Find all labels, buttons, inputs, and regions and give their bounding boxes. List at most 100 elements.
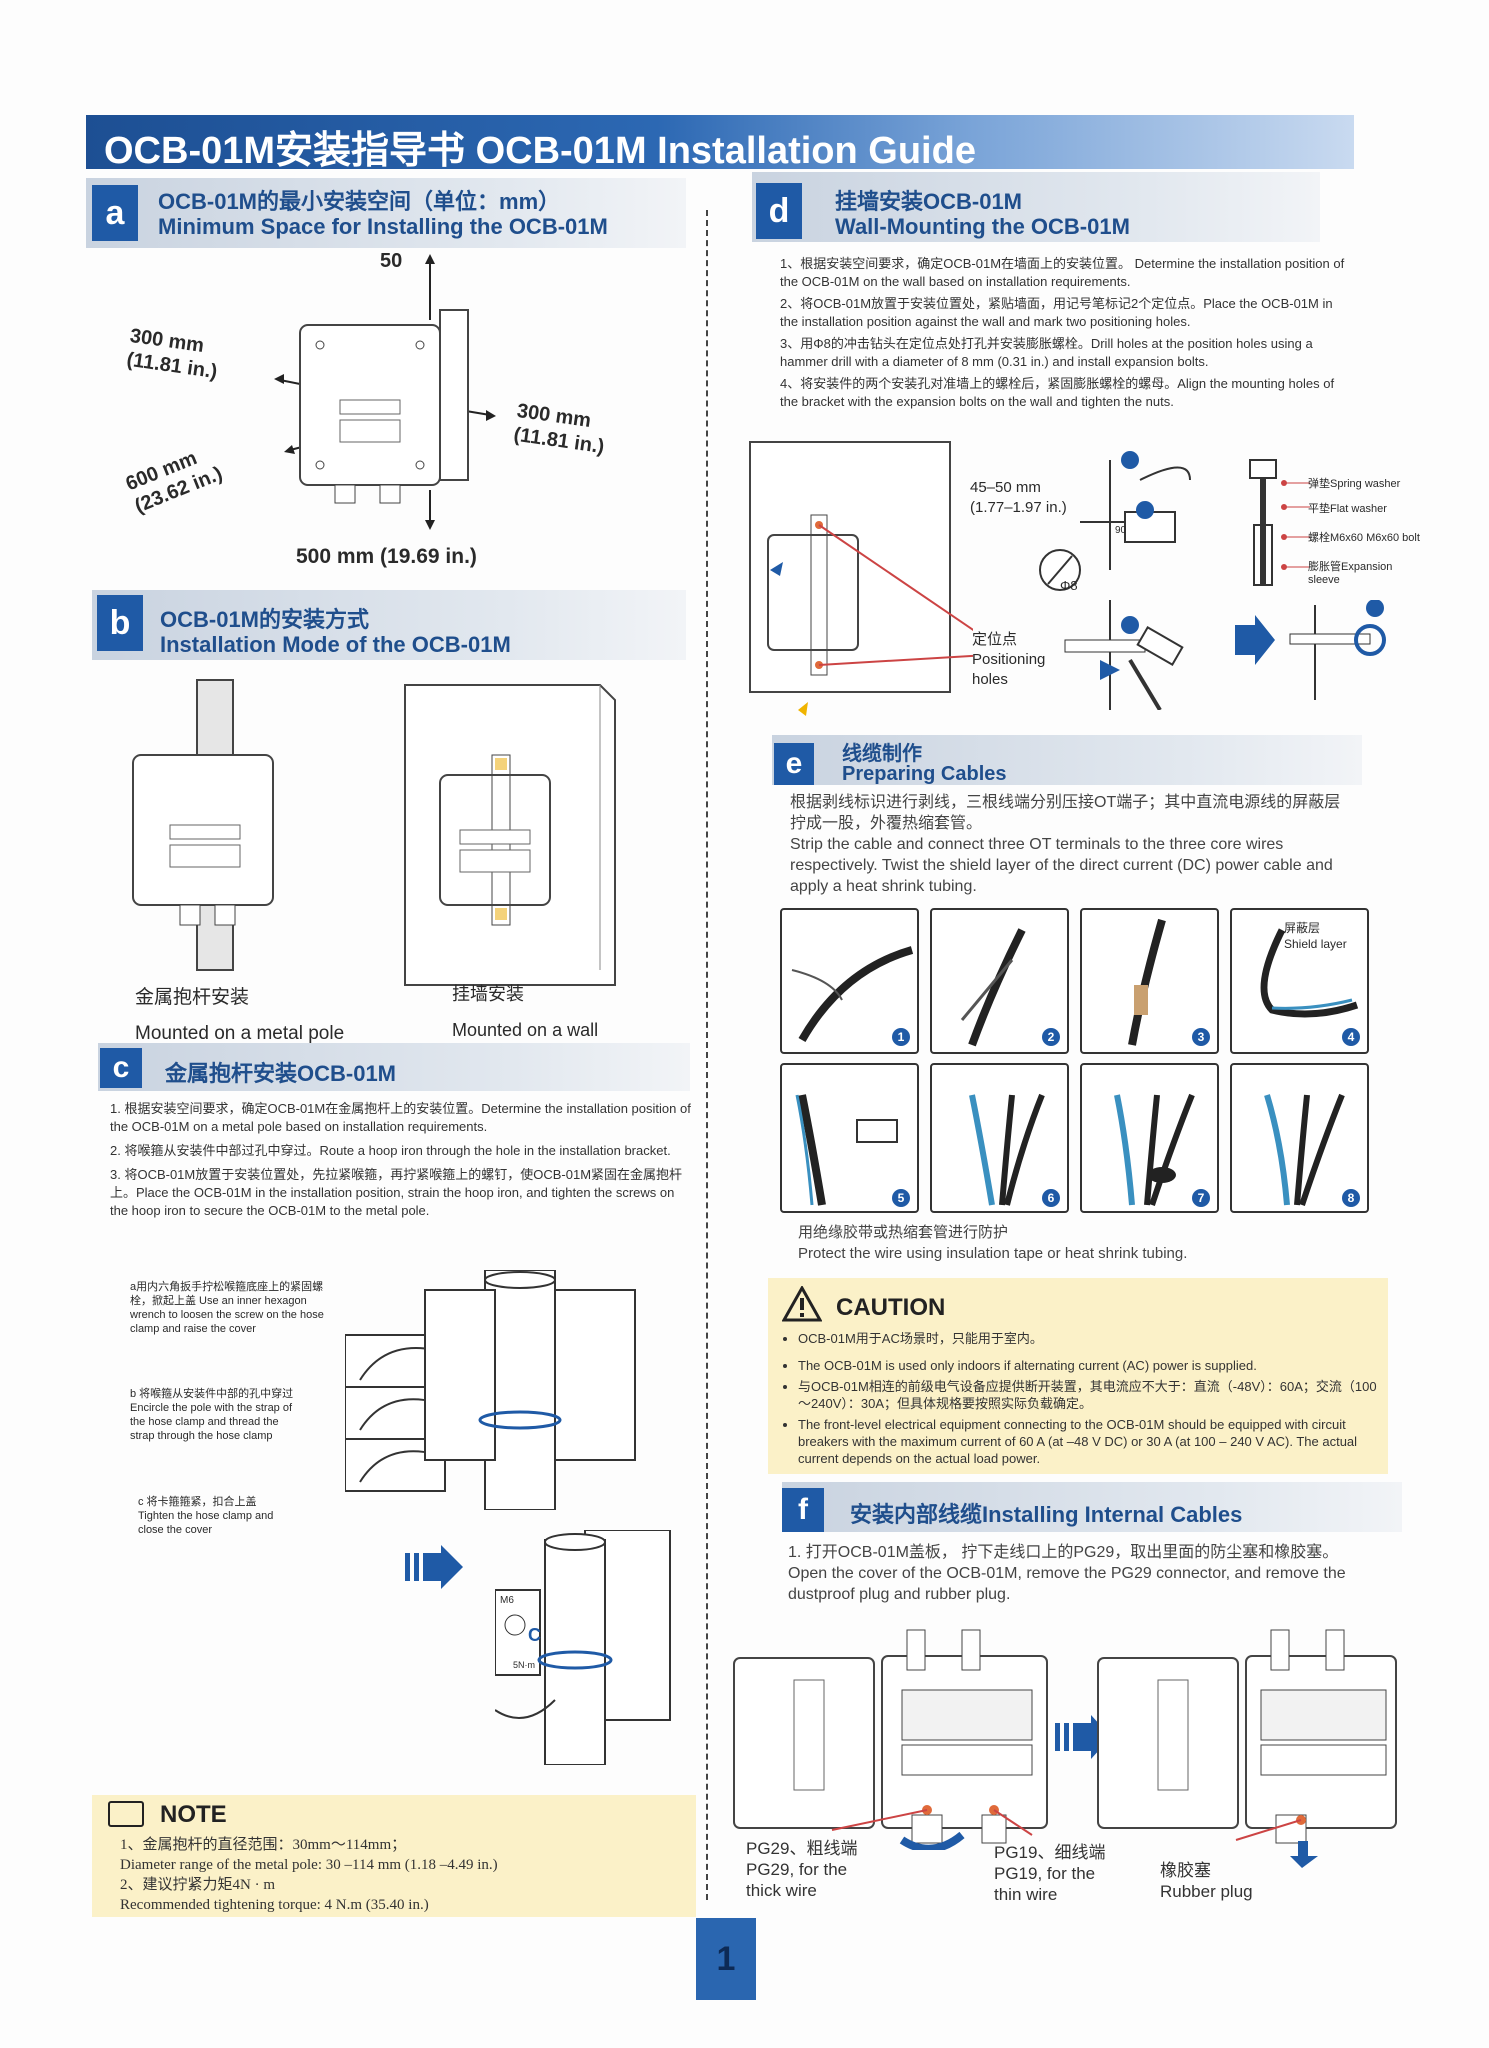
section-e-title-cn: 线缆制作 [842,743,922,765]
section-e-desc-en: Strip the cable and connect three OT ter… [790,836,1333,895]
caution-item: 与OCB-01M相连的前级电气设备应提供断开装置，其电流应不大于：直流（-48V… [798,1378,1377,1412]
cable-step-8: 8 [1230,1063,1369,1213]
caution-box: CAUTION OCB-01M用于AC场景时，只能用于室内。 The OCB-0… [768,1278,1388,1474]
hose-clamp-steps-illustration [345,1270,636,1510]
tool-torque-label: 5N·m [513,1660,535,1670]
step-number: 6 [1042,1189,1060,1207]
section-c-letter: c [100,1048,142,1088]
open-cover-illustration [733,1629,1048,1850]
section-d-title-en: Wall-Mounting the OCB-01M [835,214,1130,239]
section-b-title-en: Installation Mode of the OCB-01M [160,632,511,657]
section-b-letter: b [97,595,143,651]
dim-top: 50 [380,250,403,272]
shield-label-en: Shield layer [1284,937,1347,951]
drill-depth-label: 90 [1115,525,1127,536]
step-number: 7 [1192,1189,1210,1207]
section-a-title-en: Minimum Space for Installing the OCB-01M [158,214,608,239]
caution-item: The OCB-01M is used only indoors if alte… [798,1357,1377,1374]
section-f-title: 安装内部线缆Installing Internal Cables [850,1502,1243,1527]
sub-step-c: c 将卡箍箍紧，扣合上盖 Tighten the hose clamp and … [138,1496,274,1536]
pg19-label-cn: PG19、细线端 [994,1843,1106,1862]
pole-caption-cn: 金属抱杆安装 [135,987,250,1008]
sub-step-b: b 将喉箍从安装件中部的孔中穿过 Encircle the pole with … [130,1388,294,1442]
protect-caption-cn: 用绝缘胶带或热缩套管进行防护 [798,1224,1009,1241]
ot-terminal-icon [969,1093,1045,1206]
cable-step-3: 3 [1080,908,1219,1054]
bolt-parts-illustration [1249,459,1310,586]
wall-caption: 挂墙安装 Mounted on a wall [452,976,598,1048]
step-number: 2 [1042,1028,1060,1046]
step-number: 3 [1192,1028,1210,1046]
tighten-nut-illustration [1235,600,1386,700]
section-f-letter: f [782,1488,824,1532]
warning-triangle-icon [782,1286,822,1322]
caution-item: OCB-01M用于AC场景时，只能用于室内。 [798,1330,1377,1347]
note-title: NOTE [160,1801,227,1828]
rubber-plug-label-en: Rubber plug [1160,1882,1253,1901]
drill-illustration [1039,451,1191,710]
section-a-letter: a [92,185,138,241]
double-arrow-icon [1055,1715,1111,1759]
section-c-step-1: 1. 根据安装空间要求，确定OCB-01M在金属抱杆上的安装位置。Determi… [110,1101,691,1134]
caution-title: CAUTION [836,1294,946,1321]
section-a-title-cn: OCB-01M的最小安装空间（单位：mm） [158,189,561,214]
rubber-plug-label-cn: 橡胶塞 [1160,1861,1211,1880]
wall-caption-en: Mounted on a wall [452,1020,599,1040]
title-bar: OCB-01M安装指导书 OCB-01M Installation Guide [86,115,1354,172]
step-number: 4 [1342,1028,1360,1046]
section-c-step-2: 2. 将喉箍从安装件中部过孔中穿过。Route a hoop iron thro… [110,1143,671,1158]
section-b-title-cn: OCB-01M的安装方式 [160,607,370,632]
section-c-steps: 1. 根据安装空间要求，确定OCB-01M在金属抱杆上的安装位置。Determi… [110,1100,695,1220]
section-e-header [772,735,1362,785]
part-expansion-sleeve: 膨胀管Expansion sleeve [1308,561,1393,586]
protect-caption-en: Protect the wire using insulation tape o… [798,1245,1188,1262]
section-d-step-3: 3、用Φ8的冲击钻头在定位点处打孔并安装膨胀螺栓。Drill holes at … [780,336,1313,369]
cable-step-1: 1 [780,908,919,1054]
double-arrow-icon [405,1545,463,1589]
pg29-label: PG29、粗线端 PG29, for the thick wire [746,1838,866,1901]
section-c-title-cn: 金属抱杆安装OCB-01M [165,1061,397,1086]
dim-bottom: 500 mm (19.69 in.) [296,545,477,568]
section-c-header [98,1043,690,1091]
min-space-diagram [274,254,496,530]
step-number: 5 [892,1189,910,1207]
protect-caption: 用绝缘胶带或热缩套管进行防护 Protect the wire using in… [798,1222,1187,1264]
section-d-step-2: 2、将OCB-01M放置于安装位置处，紧贴墙面，用记号笔标记2个定位点。Plac… [780,296,1333,329]
sub-step-a: a用内六角扳手拧松喉箍底座上的紧固螺栓，掀起上盖 Use an inner he… [130,1281,324,1335]
positioning-holes-en: Positioning holes [972,651,1046,688]
caution-list: OCB-01M用于AC场景时，只能用于室内。 The OCB-01M is us… [782,1330,1377,1471]
section-e-description: 根据剥线标识进行剥线，三根线端分别压接OT端子；其中直流电源线的屏蔽层拧成一股，… [790,792,1350,897]
note-book-icon [108,1801,144,1827]
column-divider [706,210,708,1900]
step-number: 8 [1342,1189,1360,1207]
pg19-label-en: PG19, for the thin wire [994,1864,1096,1904]
section-f-header [782,1482,1402,1532]
cable-strip-icon [791,946,914,1042]
section-c-step-3: 3. 将OCB-01M放置于安装位置处，先拉紧喉箍，再拧紧喉箍上的螺钉，使OCB… [110,1167,683,1218]
shield-layer-icon [1260,928,1359,1018]
pg29-label-en: PG29, for the thick wire [746,1860,848,1900]
pg19-label: PG19、细线端 PG19, for the thin wire [994,1842,1114,1905]
pole-mount-illustration [132,679,274,971]
page-number: 1 [696,1918,756,2000]
section-d-step-1: 1、根据安装空间要求，确定OCB-01M在墙面上的安装位置。 Determine… [780,256,1345,289]
pole-caption-en: Mounted on a metal pole [135,1023,345,1044]
part-bolt: 螺栓M6x60 M6x60 bolt [1308,532,1420,544]
wall-position-illustration [749,441,973,716]
wall-mount-illustration [404,684,616,986]
cable-step-7: 7 [1080,1063,1219,1213]
pole-caption: 金属抱杆安装 Mounted on a metal pole [135,980,344,1052]
section-d-letter: d [756,183,802,239]
part-flat-washer: 平垫Flat washer [1308,503,1387,515]
finished-cable-icon [1264,1093,1345,1206]
remove-plug-illustration [1097,1629,1397,1868]
section-d-steps: 1、根据安装空间要求，确定OCB-01M在墙面上的安装位置。 Determine… [780,255,1345,411]
shield-label: 屏蔽层 Shield layer [1284,920,1347,952]
dim-front: 600 mm (23.62 in.) [122,439,226,518]
cable-peel-icon [1128,918,1166,1046]
page-title: OCB-01M安装指导书 OCB-01M Installation Guide [104,130,976,172]
cable-step-5: 5 [780,1063,919,1213]
cable-step-6: 6 [930,1063,1069,1213]
hose-clamp-tighten-illustration [495,1530,671,1765]
step-number: 1 [892,1028,910,1046]
